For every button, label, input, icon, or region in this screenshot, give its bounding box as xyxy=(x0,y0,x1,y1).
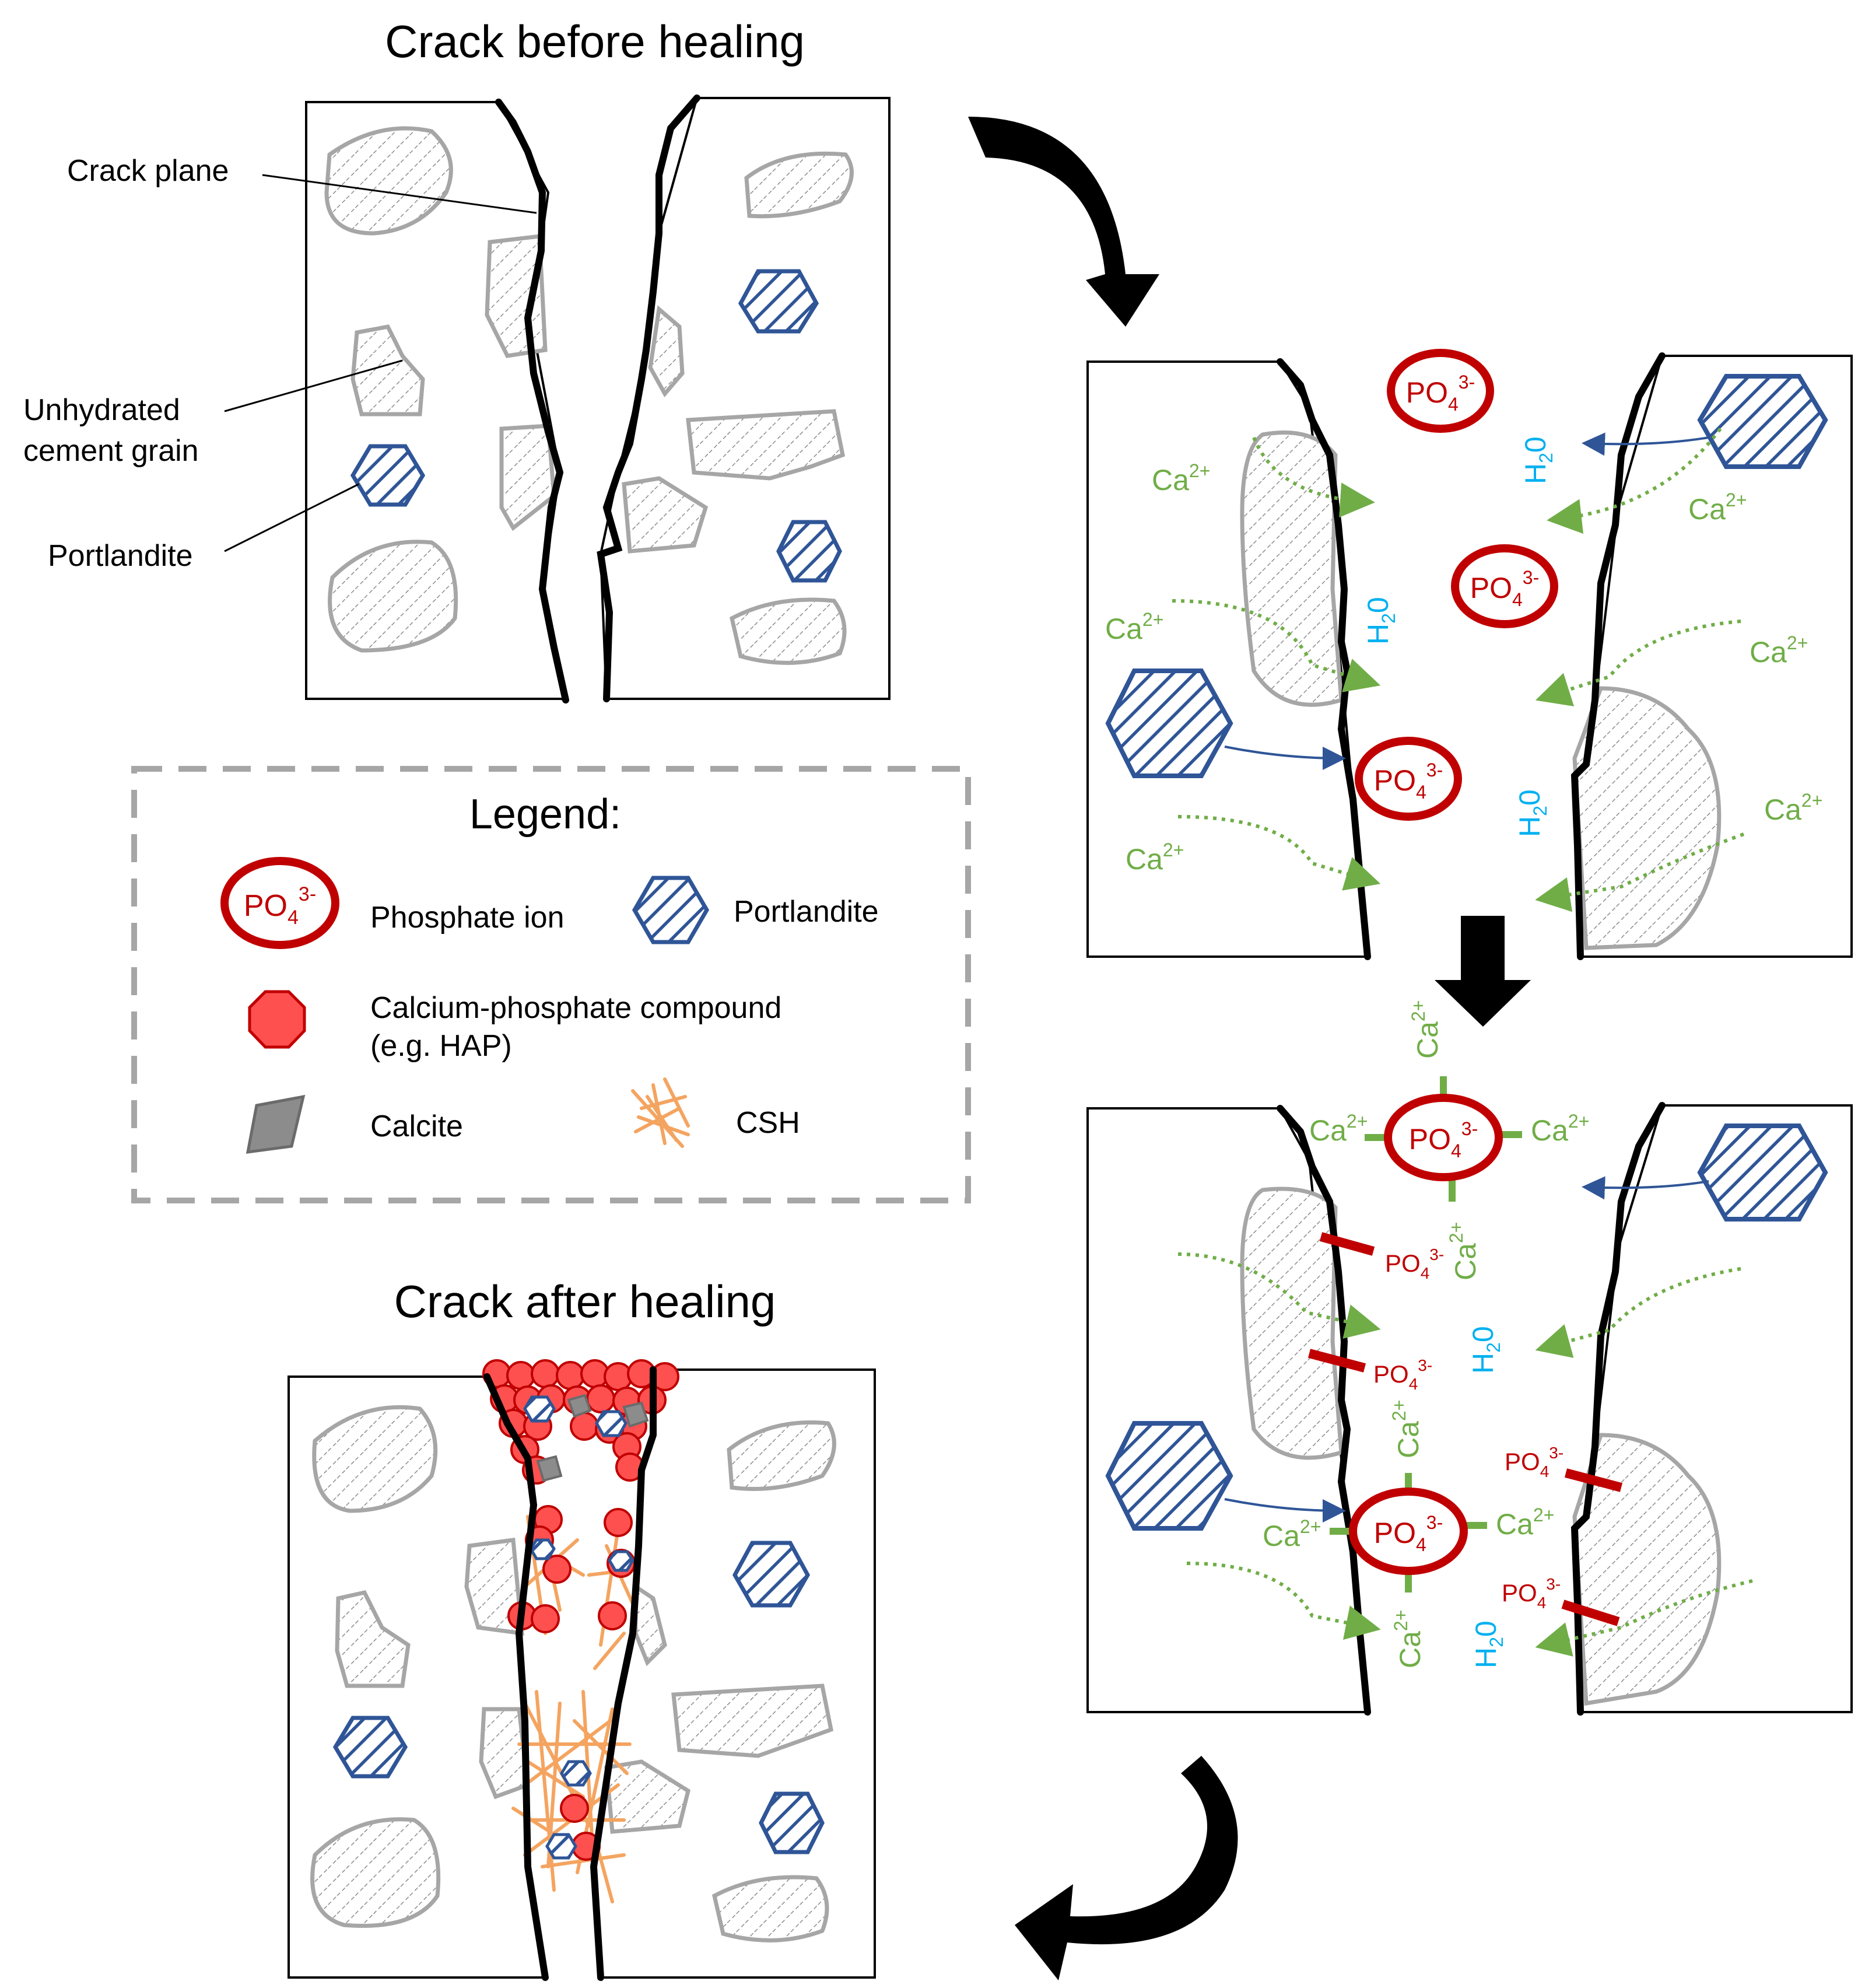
calcium-ion-label: Ca2+ xyxy=(1309,1111,1368,1147)
flow-arrow-3 xyxy=(1015,1756,1238,1980)
leader-portlandite xyxy=(224,483,359,552)
legend-portlandite-symbol xyxy=(632,876,710,944)
crack-edge-left xyxy=(1277,358,1371,960)
calcium-ion-label: Ca2+ xyxy=(1263,1516,1321,1552)
calcium-ion-label: Ca2+ xyxy=(1764,790,1822,826)
calcium-ion-label: Ca2+ xyxy=(1105,609,1163,645)
label-portlandite: Portlandite xyxy=(48,539,193,573)
cement-grain xyxy=(1240,430,1344,707)
water-label: H20 xyxy=(1467,1326,1504,1374)
svg-text:PO43-: PO43- xyxy=(1374,1512,1443,1555)
legend-csh-symbol xyxy=(631,1077,690,1148)
phosphate-ion-label: PO43- xyxy=(1385,1245,1444,1282)
svg-text:PO43-: PO43- xyxy=(1470,567,1540,610)
flow-arrow-1 xyxy=(968,117,1159,327)
water-label: H20 xyxy=(1519,436,1556,484)
water-label: H20 xyxy=(1362,597,1399,645)
calcium-ion-label: Ca2+ xyxy=(1389,1400,1425,1458)
legend-calcite-symbol xyxy=(246,1094,306,1154)
title-after: Crack after healing xyxy=(394,1276,776,1327)
calcium-ion-label: Ca2+ xyxy=(1408,1000,1444,1059)
panel-before xyxy=(305,94,891,704)
panel-after xyxy=(288,1359,876,1981)
calcium-ion-label: Ca2+ xyxy=(1152,460,1210,496)
phosphate-calcium-complex: PO43- xyxy=(1365,1076,1522,1202)
phosphate-ion-label: PO43- xyxy=(1505,1444,1563,1480)
panel-ion-release: PO43- PO43- PO43- Ca2+ Ca2+ Ca2+ Ca2+ Ca… xyxy=(1086,349,1853,960)
water-label: H20 xyxy=(1513,789,1551,837)
calcium-phosphate-particles xyxy=(482,1359,679,1861)
legend-portlandite-label: Portlandite xyxy=(734,895,879,929)
diffusion-arrows xyxy=(1172,428,1745,912)
calcium-ion-label: Ca2+ xyxy=(1126,839,1184,876)
phosphate-ion-label: PO43- xyxy=(1502,1575,1561,1612)
crack-edge-right xyxy=(590,1366,657,1981)
phosphate-bonds xyxy=(1307,1232,1623,1626)
cement-grain xyxy=(1240,1186,1344,1460)
calcium-ion-label: Ca2+ xyxy=(1688,489,1747,526)
svg-text:PO43-: PO43- xyxy=(244,883,316,929)
portlandite-crystals xyxy=(332,1541,825,1854)
crack-edge-left xyxy=(483,1373,549,1981)
crack-edge-right xyxy=(1570,352,1666,960)
svg-text:PO43-: PO43- xyxy=(1374,760,1443,803)
portlandite-crystal xyxy=(1105,1421,1233,1531)
phosphate-ion: PO43- xyxy=(1387,349,1494,433)
legend-hap-symbol xyxy=(248,990,306,1049)
legend-phosphate-symbol: PO43- xyxy=(220,857,339,949)
calcium-ion-label: Ca2+ xyxy=(1750,632,1808,668)
portlandite-crystal xyxy=(1697,374,1828,469)
label-cement-1: Unhydrated xyxy=(23,393,180,427)
legend-phosphate-label: Phosphate ion xyxy=(370,901,565,935)
phosphate-ion-label: PO43- xyxy=(1373,1356,1432,1393)
legend-csh-label: CSH xyxy=(736,1106,800,1140)
flow-arrow-2 xyxy=(1435,916,1531,1027)
cement-grain xyxy=(1572,686,1722,950)
crack-edge-left xyxy=(495,99,569,704)
portlandite-crystal xyxy=(1697,1124,1828,1222)
water-release-arrows xyxy=(1224,1176,1709,1522)
svg-text:PO43-: PO43- xyxy=(1406,372,1475,415)
leader-crack-plane xyxy=(262,174,537,214)
water-label: H20 xyxy=(1470,1620,1507,1668)
legend-title: Legend: xyxy=(469,791,621,838)
phosphate-ion: PO43- xyxy=(1355,737,1462,821)
diffusion-arrows xyxy=(1177,1252,1753,1657)
water-release-arrows xyxy=(1224,432,1709,770)
label-crack-plane: Crack plane xyxy=(67,154,229,188)
calcium-ion-label: Ca2+ xyxy=(1531,1111,1589,1147)
phosphate-calcium-complex: PO43- xyxy=(1330,1473,1487,1592)
cement-grains xyxy=(324,126,854,665)
panel-precipitation: PO43- PO43- Ca2+ Ca2+ Ca2+ Ca2+ Ca2+ Ca2… xyxy=(1086,1000,1853,1716)
crack-edge-left xyxy=(1277,1105,1371,1716)
portlandite-in-crack xyxy=(523,1395,634,1860)
portlandite-crystals xyxy=(350,269,842,583)
legend-calcite-label: Calcite xyxy=(370,1110,463,1143)
calcite-in-crack xyxy=(536,1394,649,1482)
legend-hap-label-1: Calcium-phosphate compound xyxy=(370,991,781,1025)
cement-grain xyxy=(1572,1433,1722,1706)
title-before: Crack before healing xyxy=(385,16,805,67)
legend-hap-label-2: (e.g. HAP) xyxy=(370,1029,512,1063)
leader-cement xyxy=(224,359,403,412)
svg-text:PO43-: PO43- xyxy=(1409,1118,1478,1161)
crack-edge-right xyxy=(597,94,700,702)
portlandite-crystal xyxy=(1105,668,1233,778)
crack-edge-right xyxy=(1570,1102,1666,1716)
legend: Legend: PO43- Phosphate ion Portlandite … xyxy=(131,766,971,1203)
calcium-ion-label: Ca2+ xyxy=(1390,1610,1426,1668)
calcium-ion-label: Ca2+ xyxy=(1496,1504,1554,1541)
phosphate-ion: PO43- xyxy=(1451,544,1558,628)
label-cement-2: cement grain xyxy=(23,434,199,468)
calcium-ion-label: Ca2+ xyxy=(1446,1222,1482,1280)
